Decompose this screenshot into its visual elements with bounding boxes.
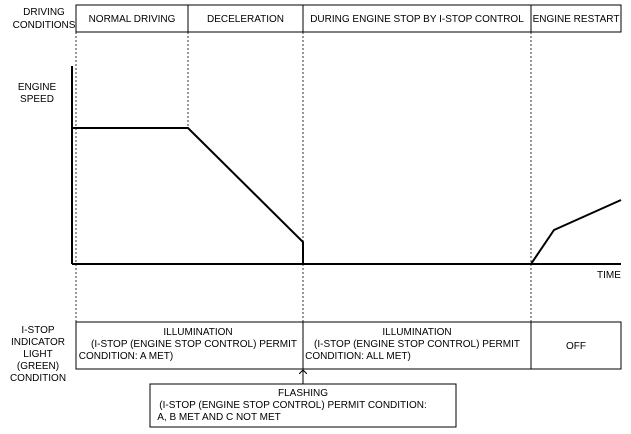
state-all-line3: CONDITION: ALL MET): [305, 351, 411, 362]
phase-header-frame: [75, 4, 622, 33]
engine-speed-curve: [72, 127, 622, 265]
indicator-label-line1: I-STOP: [21, 325, 54, 336]
state-off: OFF: [566, 341, 586, 352]
state-a-line2: (I-STOP (ENGINE STOP CONTROL) PERMIT: [91, 339, 297, 350]
phase-engine-restart: ENGINE RESTART: [533, 14, 620, 25]
indicator-state-frame: [75, 321, 622, 370]
indicator-label-line3: LIGHT: [23, 349, 52, 360]
flashing-line2: (I-STOP (ENGINE STOP CONTROL) PERMIT CON…: [159, 400, 426, 411]
indicator-label-line4: (GREEN): [17, 361, 59, 372]
phase-header-row: NORMAL DRIVING DECELERATION DURING ENGIN…: [75, 4, 622, 33]
indicator-row-label: I-STOP INDICATOR LIGHT (GREEN) CONDITION: [10, 325, 66, 384]
driving-conditions-label-line2: CONDITIONS: [13, 20, 76, 31]
indicator-label-line5: CONDITION: [10, 373, 66, 384]
flashing-callout-box: [149, 383, 457, 428]
flashing-callout: FLASHING (I-STOP (ENGINE STOP CONTROL) P…: [149, 383, 457, 428]
phase-deceleration: DECELERATION: [207, 14, 284, 25]
phase-engine-stop: DURING ENGINE STOP BY I-STOP CONTROL: [310, 14, 524, 25]
indicator-state-row: ILLUMINATION (I-STOP (ENGINE STOP CONTRO…: [75, 321, 622, 370]
phase-guides: [75, 32, 532, 322]
state-a-line1: ILLUMINATION: [163, 327, 232, 338]
engine-speed-label-line2: SPEED: [20, 94, 54, 105]
driving-conditions-label-line1: DRIVING: [23, 7, 65, 18]
indicator-label-line2: INDICATOR: [11, 337, 65, 348]
state-all-line2: (I-STOP (ENGINE STOP CONTROL) PERMIT: [314, 339, 520, 350]
phase-normal-driving: NORMAL DRIVING: [89, 14, 176, 25]
flashing-line3: A, B MET AND C NOT MET: [157, 412, 281, 423]
engine-speed-label-line1: ENGINE: [18, 82, 57, 93]
state-all-line1: ILLUMINATION: [382, 327, 451, 338]
time-axis-label: TIME: [597, 270, 621, 281]
flashing-line1: FLASHING: [278, 388, 328, 399]
state-a-line3: CONDITION: A MET): [79, 351, 173, 362]
